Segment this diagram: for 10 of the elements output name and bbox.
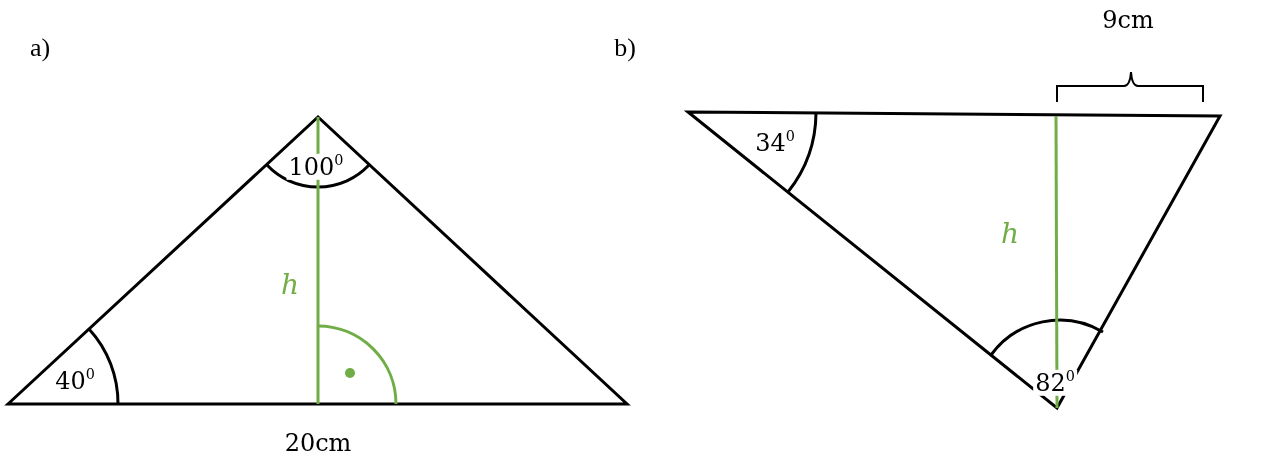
height-label: h <box>280 269 300 301</box>
measure-label: 9cm <box>1101 6 1155 34</box>
measure-label: a) <box>28 33 52 63</box>
measure-label: 34$^{0}$ <box>754 129 796 157</box>
height-label: h <box>1000 218 1020 250</box>
measure-label: 100$^{0}$ <box>286 153 346 181</box>
measure-label: b) <box>613 33 637 63</box>
measure-label: 82$^{0}$ <box>1033 369 1077 397</box>
measure-label: 40$^{0}$ <box>54 367 96 395</box>
measure-label: 20cm <box>283 429 353 457</box>
